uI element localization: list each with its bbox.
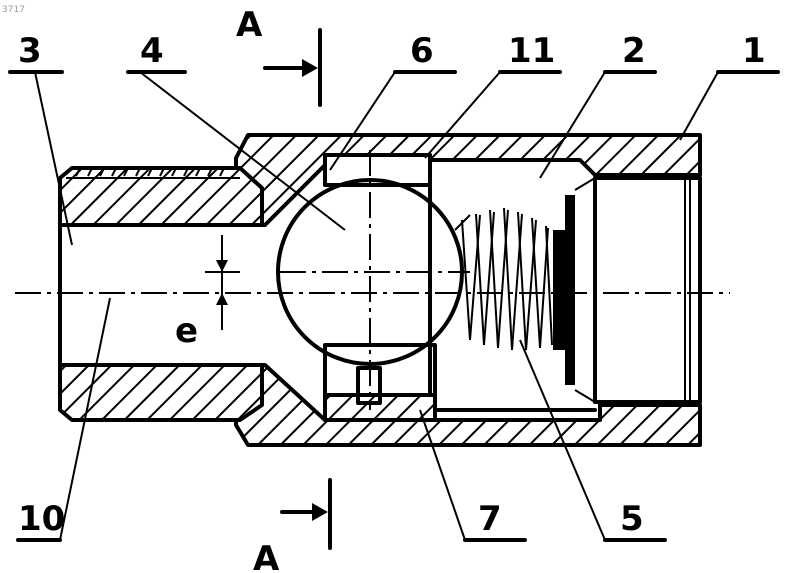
section-marker-bottom <box>282 480 330 548</box>
section-marker-top <box>265 30 320 105</box>
callout-1: 1 <box>742 31 766 71</box>
callout-11: 11 <box>508 31 555 71</box>
disc-part-2 <box>565 195 575 385</box>
callout-2: 2 <box>622 31 646 71</box>
leader-3 <box>35 72 72 245</box>
callout-3: 3 <box>18 31 42 71</box>
section-label-bottom: A <box>253 539 280 573</box>
corner-id: 3717 <box>2 5 25 15</box>
callout-7: 7 <box>478 499 502 539</box>
eccentricity-dimension <box>205 235 240 330</box>
callout-4: 4 <box>140 31 164 71</box>
section-label-top: A <box>236 5 263 45</box>
dimension-e-label: e <box>175 311 198 351</box>
housing-lower-wall <box>236 365 700 445</box>
callout-6: 6 <box>410 31 434 71</box>
callout-10: 10 <box>18 499 65 539</box>
nipple-upper-wall <box>60 168 262 225</box>
callout-5: 5 <box>620 499 644 539</box>
leader-1 <box>680 72 718 140</box>
spring <box>455 208 552 350</box>
spring-plate <box>553 230 565 350</box>
